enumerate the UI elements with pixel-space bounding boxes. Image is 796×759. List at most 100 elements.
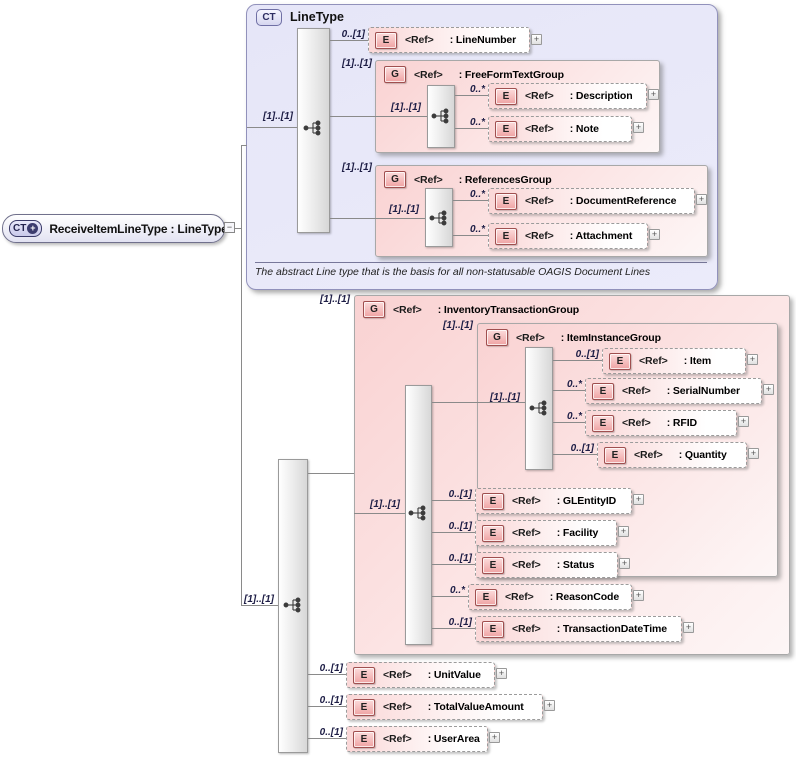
- element-attachment[interactable]: E <Ref> : Attachment: [488, 223, 648, 249]
- element-rfid[interactable]: E <Ref> : RFID: [585, 410, 737, 436]
- cardinality-label: 0..*: [566, 411, 582, 422]
- element-badge-icon: E: [495, 87, 517, 105]
- connector-line: [308, 674, 346, 675]
- connector-line: [553, 360, 602, 361]
- element-name: : RFID: [666, 417, 697, 429]
- sequence-icon: [283, 597, 303, 613]
- group-badge-icon: G: [486, 329, 508, 346]
- element-serialnumber[interactable]: E <Ref> : SerialNumber: [585, 378, 762, 404]
- expand-plus-icon[interactable]: +: [618, 526, 629, 537]
- expand-plus-icon[interactable]: +: [748, 448, 759, 459]
- ref-label: <Ref>: [512, 527, 541, 539]
- element-name: : Status: [556, 559, 595, 571]
- connector-line: [241, 145, 242, 605]
- cardinality-label: [1]..[1]: [391, 102, 421, 113]
- cardinality-label: [1]..[1]: [490, 392, 520, 403]
- expand-plus-icon[interactable]: +: [648, 89, 659, 100]
- element-documentreference[interactable]: E <Ref> : DocumentReference: [488, 188, 695, 214]
- element-badge-icon: E: [353, 666, 375, 684]
- connector-line: [330, 218, 425, 219]
- ref-label: <Ref>: [414, 68, 443, 81]
- group-header: G <Ref> : ItemInstanceGroup: [478, 324, 777, 346]
- connector-line: [432, 628, 475, 629]
- expand-plus-icon[interactable]: +: [747, 354, 758, 365]
- element-note[interactable]: E <Ref> : Note: [488, 116, 632, 142]
- root-node-label: ReceiveItemLineType : LineType: [49, 221, 228, 236]
- element-userarea[interactable]: E <Ref> : UserArea: [346, 726, 488, 752]
- expand-plus-icon[interactable]: +: [738, 416, 749, 427]
- element-name: : Attachment: [569, 230, 633, 242]
- group-header: G <Ref> : InventoryTransactionGroup: [355, 296, 789, 318]
- ref-label: <Ref>: [525, 195, 554, 207]
- element-totalvalueamount[interactable]: E <Ref> : TotalValueAmount: [346, 694, 543, 720]
- element-unitvalue[interactable]: E <Ref> : UnitValue: [346, 662, 495, 688]
- expand-plus-icon[interactable]: +: [763, 384, 774, 395]
- root-node-receiveitemlinetype[interactable]: CT + ReceiveItemLineType : LineType: [2, 214, 228, 243]
- cardinality-label: 0..[1]: [448, 553, 472, 564]
- cardinality-label: 0..[1]: [575, 349, 599, 360]
- expand-plus-icon[interactable]: +: [696, 194, 707, 205]
- element-name: : Item: [683, 355, 712, 367]
- sequence-icon: [429, 210, 449, 226]
- expand-plus-icon[interactable]: +: [531, 34, 542, 45]
- connector-line: [235, 228, 241, 229]
- expand-plus-icon[interactable]: +: [649, 229, 660, 240]
- element-name: : GLEntityID: [556, 495, 617, 507]
- connector-line: [308, 473, 354, 474]
- connector-line: [432, 596, 468, 597]
- element-badge-icon: E: [482, 524, 504, 542]
- ref-label: <Ref>: [512, 495, 541, 507]
- complextype-badge-icon: CT: [256, 9, 282, 26]
- ref-label: <Ref>: [383, 733, 412, 745]
- element-facility[interactable]: E <Ref> : Facility: [475, 520, 617, 546]
- cardinality-label: [1]..[1]: [342, 162, 372, 173]
- connector-line: [330, 40, 368, 41]
- group-name: : FreeFormTextGroup: [458, 68, 564, 81]
- ref-label: <Ref>: [512, 623, 541, 635]
- group-header: G <Ref> : FreeFormTextGroup: [376, 61, 659, 83]
- group-name: : InventoryTransactionGroup: [437, 303, 580, 316]
- expand-plus-icon[interactable]: +: [489, 732, 500, 743]
- expand-plus-icon[interactable]: +: [619, 558, 630, 569]
- element-name: : Description: [569, 90, 633, 102]
- element-name: : Facility: [556, 527, 599, 539]
- sequence-icon: [408, 505, 428, 521]
- ref-label: <Ref>: [622, 385, 651, 397]
- element-reasoncode[interactable]: E <Ref> : ReasonCode: [468, 584, 632, 610]
- element-badge-icon: E: [353, 730, 375, 748]
- expand-plus-icon[interactable]: +: [633, 590, 644, 601]
- sequence-icon: [431, 108, 451, 124]
- ref-label: <Ref>: [383, 669, 412, 681]
- element-badge-icon: E: [353, 698, 375, 716]
- element-description[interactable]: E <Ref> : Description: [488, 83, 647, 109]
- element-item[interactable]: E <Ref> : Item: [602, 348, 746, 374]
- element-glentityid[interactable]: E <Ref> : GLEntityID: [475, 488, 632, 514]
- plus-circle-icon: +: [27, 223, 39, 234]
- connector-line: [247, 127, 297, 128]
- element-transactiondatetime[interactable]: E <Ref> : TransactionDateTime: [475, 616, 682, 642]
- ref-label: <Ref>: [525, 230, 554, 242]
- element-name: : LineNumber: [449, 34, 517, 46]
- ref-label: <Ref>: [516, 331, 545, 344]
- complextype-plus-badge-icon: CT +: [9, 220, 43, 237]
- cardinality-label: 0..[1]: [448, 617, 472, 628]
- ref-label: <Ref>: [383, 701, 412, 713]
- element-quantity[interactable]: E <Ref> : Quantity: [597, 442, 747, 468]
- connector-line: [455, 95, 488, 96]
- expand-plus-icon[interactable]: +: [683, 622, 694, 633]
- element-badge-icon: E: [604, 446, 626, 464]
- element-status[interactable]: E <Ref> : Status: [475, 552, 618, 578]
- expand-plus-icon[interactable]: +: [496, 668, 507, 679]
- linetype-title: LineType: [290, 10, 344, 24]
- element-name: : UnitValue: [427, 669, 481, 681]
- element-badge-icon: E: [495, 192, 517, 210]
- expand-plus-icon[interactable]: +: [633, 122, 644, 133]
- cardinality-label: 0..[1]: [319, 727, 343, 738]
- element-name: : ReasonCode: [549, 591, 620, 603]
- expand-plus-icon[interactable]: +: [544, 700, 555, 711]
- element-linenumber[interactable]: E <Ref> : LineNumber: [368, 27, 530, 53]
- expand-plus-icon[interactable]: +: [633, 494, 644, 505]
- collapse-handle-icon[interactable]: −: [224, 222, 235, 233]
- element-badge-icon: E: [495, 120, 517, 138]
